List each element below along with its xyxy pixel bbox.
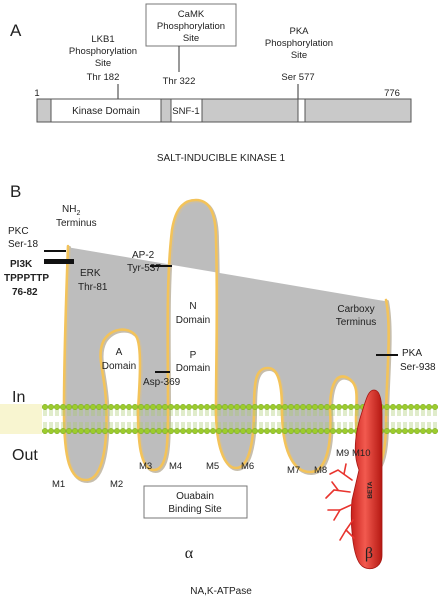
lkb1-label-2: Phosphorylation xyxy=(69,46,137,57)
bar-end-label: 776 xyxy=(384,88,400,99)
segment-m10: M10 xyxy=(352,448,370,459)
panel-a-letter: A xyxy=(10,21,22,40)
n-domain-label-2: Domain xyxy=(176,315,210,326)
membrane-out-label: Out xyxy=(12,447,38,464)
erk-residue: Thr-81 xyxy=(78,282,108,293)
beta-band-label: BETA xyxy=(367,481,374,499)
membrane-edge-left xyxy=(0,404,42,434)
ouabain-label-2: Binding Site xyxy=(168,504,222,515)
p-domain-label-1: P xyxy=(190,350,197,361)
ap2-label: AP-2 xyxy=(132,250,155,261)
panel-a-caption: SALT-INDUCIBLE KINASE 1 xyxy=(157,153,286,164)
segment-m9: M9 xyxy=(336,448,349,459)
alpha-chain-shadow xyxy=(64,200,392,483)
alpha-symbol: α xyxy=(185,545,194,562)
snf1-label: SNF-1 xyxy=(172,106,199,117)
pka-site-marker xyxy=(297,98,306,123)
nh2-label: NH2 xyxy=(62,204,80,217)
camk-residue: Thr 322 xyxy=(163,76,196,87)
ouabain-label-1: Ouabain xyxy=(176,491,214,502)
lkb1-label-3: Site xyxy=(95,58,111,69)
beta-subunit xyxy=(350,389,383,570)
panel-b-letter: B xyxy=(10,182,21,201)
panel-b-caption: NA,K-ATPase xyxy=(190,586,252,597)
camk-label-1: CaMK xyxy=(178,9,205,20)
a-domain-label-2: Domain xyxy=(102,361,136,372)
pka-a-label-1: PKA xyxy=(289,26,309,37)
pi3k-residues: 76-82 xyxy=(12,287,38,298)
kinase-domain-label: Kinase Domain xyxy=(72,106,140,117)
ouabain-box xyxy=(143,485,248,519)
pi3k-motif: TPPPTTP xyxy=(4,273,49,284)
nh2-terminus-label: Terminus xyxy=(56,218,97,229)
p-domain-label-2: Domain xyxy=(176,363,210,374)
pka-a-residue: Ser 577 xyxy=(281,72,314,83)
bar-start-label: 1 xyxy=(34,88,39,99)
snf1-box xyxy=(170,98,203,123)
pkc-residue: Ser-18 xyxy=(8,239,38,250)
lkb1-label-1: LKB1 xyxy=(91,34,114,45)
pka-b-residue: Ser-938 xyxy=(400,362,436,373)
beta-symbol: β xyxy=(365,545,373,562)
carboxy-label-1: Carboxy xyxy=(337,304,374,315)
erk-label: ERK xyxy=(80,268,101,279)
membrane-in-label: In xyxy=(12,389,25,406)
asp369-label: Asp-369 xyxy=(143,377,181,388)
lkb1-residue: Thr 182 xyxy=(87,72,120,83)
pka-a-label-2: Phosphorylation xyxy=(265,38,333,49)
segment-m1: M1 xyxy=(52,479,65,490)
glycosylation-branches xyxy=(325,463,355,541)
a-domain-label-1: A xyxy=(116,347,123,358)
pkc-label: PKC xyxy=(8,226,29,237)
alpha-subunit-chain xyxy=(62,198,390,482)
segment-m8: M8 xyxy=(314,465,327,476)
carboxy-label-2: Terminus xyxy=(336,317,377,328)
segment-m3: M3 xyxy=(139,461,152,472)
ap2-residue: Tyr-537 xyxy=(127,263,161,274)
segment-m5: M5 xyxy=(206,461,219,472)
pka-a-label-3: Site xyxy=(291,50,307,61)
segment-m2: M2 xyxy=(110,479,123,490)
pka-b-label: PKA xyxy=(402,348,422,359)
camk-label-2: Phosphorylation xyxy=(157,21,225,32)
segment-m7: M7 xyxy=(287,465,300,476)
pi3k-label: PI3K xyxy=(10,259,33,270)
pi3k-site-tick xyxy=(44,259,74,264)
n-domain-label-1: N xyxy=(189,301,196,312)
segment-m4: M4 xyxy=(169,461,182,472)
camk-label-3: Site xyxy=(183,33,199,44)
camk-site-box xyxy=(145,3,237,47)
kinase-domain-box xyxy=(50,98,162,123)
segment-m6: M6 xyxy=(241,461,254,472)
